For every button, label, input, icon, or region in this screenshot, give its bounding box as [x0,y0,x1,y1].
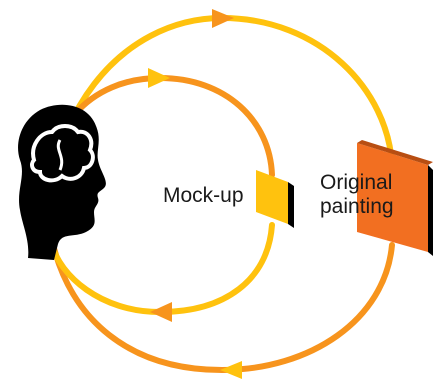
outer-bottom-arrow-icon [220,361,242,379]
head-silhouette-icon [18,104,106,260]
inner-loop-bottom-arc [49,222,275,316]
outer-top-arrow-icon [212,9,234,28]
mockup-label: Mock-up [163,184,244,207]
inner-top-arrow-icon [148,68,170,88]
original-painting-label: Original painting [320,171,394,219]
mockup-panel-icon [256,170,294,228]
original-painting-label-line1: Original [320,171,393,194]
brain-icon [30,124,95,183]
original-painting-label-line2: painting [320,195,394,218]
original-painting-panel-icon [357,140,433,256]
outer-loop-bottom-arc [49,237,395,374]
inner-bottom-arrow-icon [150,302,172,322]
